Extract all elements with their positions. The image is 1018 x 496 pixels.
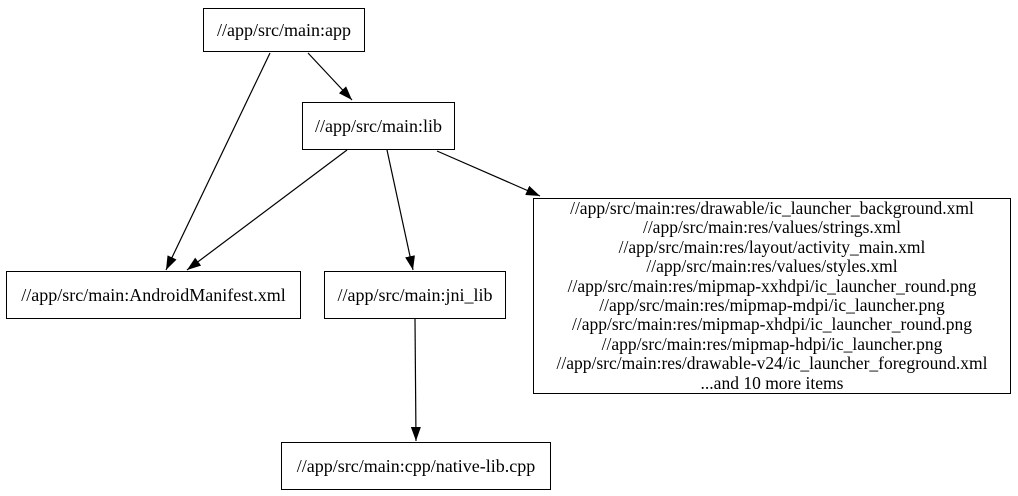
- graph-node-app: //app/src/main:app: [203, 8, 365, 52]
- graph-node-jni-lib-label: //app/src/main:jni_lib: [337, 284, 493, 305]
- graph-node-lib: //app/src/main:lib: [302, 102, 455, 150]
- graph-node-native-lib-cpp: //app/src/main:cpp/native-lib.cpp: [281, 442, 551, 490]
- graph-node-native-lib-cpp-label: //app/src/main:cpp/native-lib.cpp: [296, 455, 536, 476]
- res-file-item: //app/src/main:res/drawable-v24/ic_launc…: [556, 353, 988, 374]
- res-more-items-note: ...and 10 more items: [700, 372, 844, 393]
- edge-lib-to-jni-lib: [386, 149, 415, 271]
- res-file-item: //app/src/main:res/drawable/ic_launcher_…: [570, 197, 974, 218]
- graph-node-res-files: //app/src/main:res/drawable/ic_launcher_…: [533, 198, 1011, 394]
- graph-node-androidmanifest: //app/src/main:AndroidManifest.xml: [6, 271, 301, 319]
- res-file-item: //app/src/main:res/layout/activity_main.…: [618, 236, 926, 257]
- res-file-item: //app/src/main:res/mipmap-mdpi/ic_launch…: [599, 295, 945, 315]
- res-file-item: //app/src/main:res/values/strings.xml: [642, 217, 902, 238]
- graph-node-jni-lib: //app/src/main:jni_lib: [324, 271, 506, 319]
- graph-node-app-label: //app/src/main:app: [217, 19, 351, 40]
- graph-node-lib-label: //app/src/main:lib: [315, 115, 442, 136]
- res-file-item: //app/src/main:res/mipmap-hdpi/ic_launch…: [601, 333, 943, 354]
- res-file-item: //app/src/main:res/mipmap-xhdpi/ic_launc…: [572, 314, 972, 335]
- res-file-item: //app/src/main:res/values/styles.xml: [646, 256, 898, 277]
- graph-node-androidmanifest-label: //app/src/main:AndroidManifest.xml: [21, 284, 286, 305]
- res-file-item: //app/src/main:res/mipmap-xxhdpi/ic_laun…: [567, 275, 977, 296]
- edge-lib-to-res-files: [436, 150, 541, 197]
- edge-jni-lib-to-native-lib: [410, 318, 421, 442]
- edge-app-to-lib: [307, 52, 353, 101]
- edge-lib-to-androidmanifest: [186, 149, 348, 271]
- edge-app-to-androidmanifest: [165, 52, 271, 271]
